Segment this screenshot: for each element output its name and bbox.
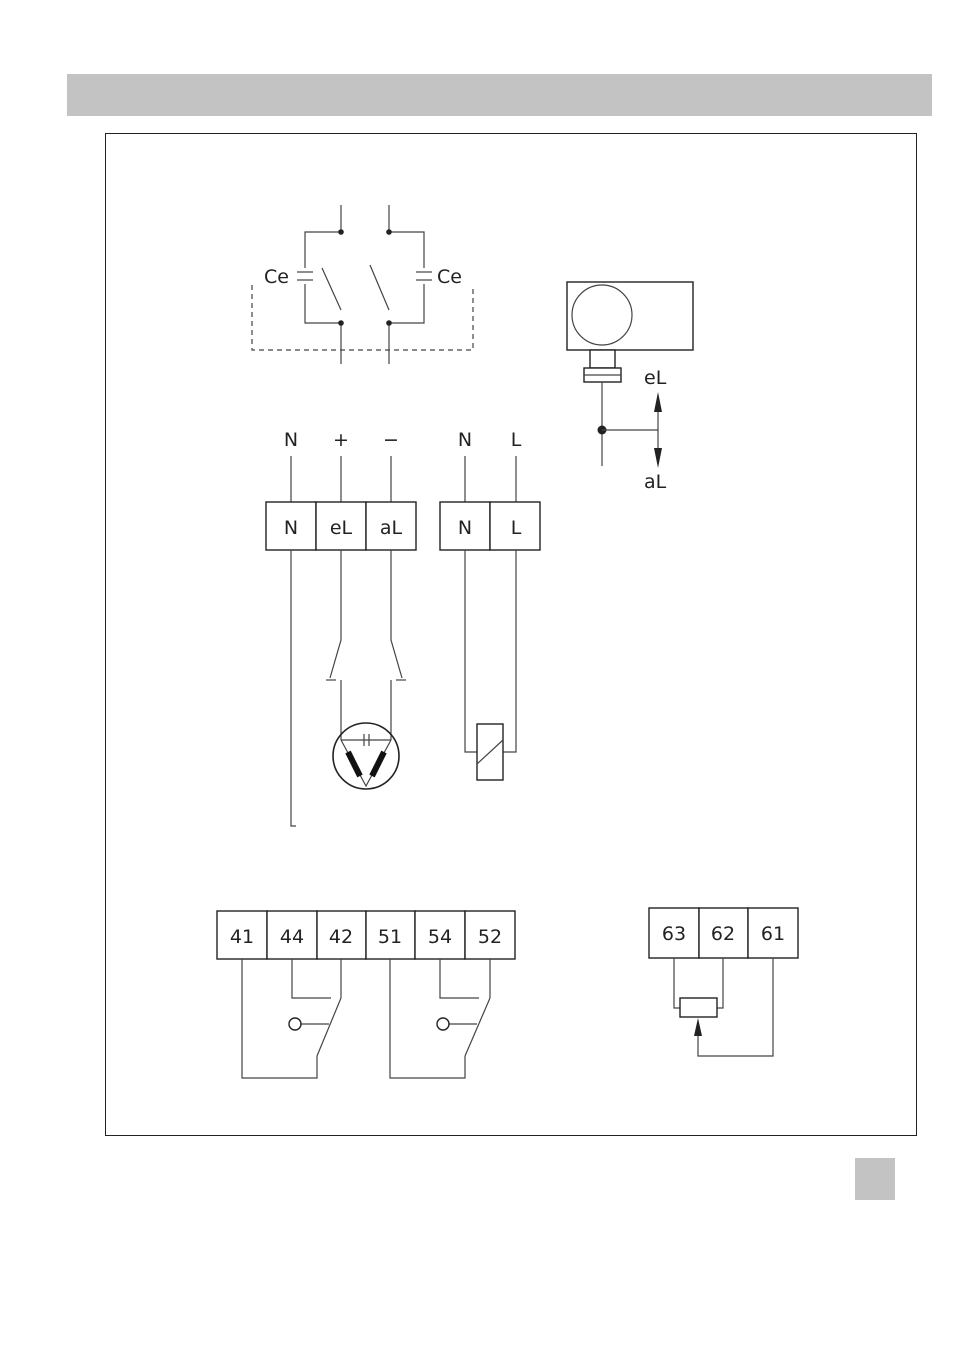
terminal-pot-62: 62 <box>711 923 735 945</box>
terminal-switch-44: 44 <box>280 926 304 948</box>
terminal-ac-2: L <box>511 517 522 539</box>
supply-label-n-dc: N <box>284 429 298 451</box>
terminal-ac-1: N <box>458 517 472 539</box>
supply-label-plus: + <box>333 429 349 451</box>
sensor-label-top: eL <box>644 367 667 389</box>
terminal-switch-41: 41 <box>230 926 254 948</box>
valve-motor-symbol <box>333 723 399 789</box>
supply-label-minus: − <box>383 429 399 451</box>
capacitor-right-label: Ce <box>437 266 462 288</box>
terminal-dc-1: N <box>284 517 298 539</box>
terminal-switch-54: 54 <box>428 926 452 948</box>
valve-motor-wiring <box>326 550 406 740</box>
limit-sensor: eL aL <box>567 282 693 493</box>
terminal-block-switches: 41 44 42 51 54 52 <box>217 911 515 959</box>
switch-block: Ce Ce <box>252 205 473 364</box>
terminal-switch-51: 51 <box>378 926 402 948</box>
relay-coil <box>465 550 516 780</box>
limit-switch-2 <box>390 959 490 1078</box>
limit-switch-1 <box>242 959 341 1078</box>
potentiometer <box>674 958 773 1056</box>
terminal-dc-3: aL <box>380 517 403 539</box>
supply-labels: N + − N L <box>284 429 522 451</box>
terminal-pot-63: 63 <box>662 923 686 945</box>
terminal-block-dc: N eL aL <box>266 502 416 550</box>
terminal-dc-2: eL <box>330 517 353 539</box>
supply-label-n-ac: N <box>458 429 472 451</box>
terminal-switch-42: 42 <box>329 926 353 948</box>
terminal-block-potentiometer: 63 62 61 <box>649 908 798 958</box>
supply-label-l-ac: L <box>511 429 522 451</box>
sensor-label-bottom: aL <box>644 471 667 493</box>
terminal-pot-61: 61 <box>761 923 785 945</box>
terminal-block-ac: N L <box>440 502 540 550</box>
capacitor-left-label: Ce <box>264 266 289 288</box>
terminal-switch-52: 52 <box>478 926 502 948</box>
